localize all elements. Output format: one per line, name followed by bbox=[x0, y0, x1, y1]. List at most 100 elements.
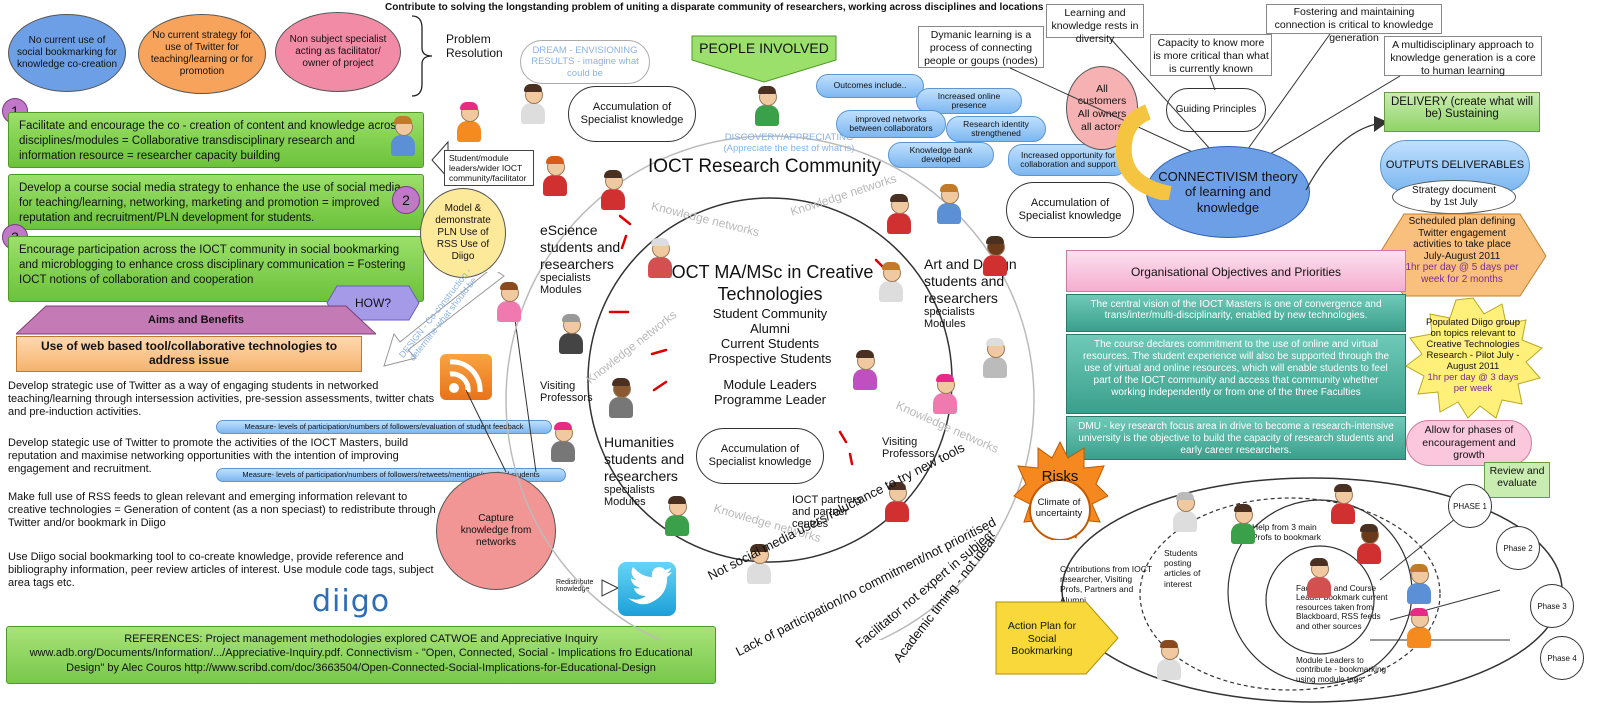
problem-resolution-label: Problem Resolution bbox=[446, 32, 503, 61]
rss-icon[interactable] bbox=[440, 354, 492, 400]
risks-title: Risks bbox=[1041, 468, 1079, 485]
connectivism-box-2: Learning and knowledge rests in diversit… bbox=[1046, 4, 1144, 45]
people-involved-arrow bbox=[691, 35, 837, 83]
aim-number-2: 2 bbox=[392, 186, 420, 214]
org-item-3: DMU - key research focus area in drive t… bbox=[1066, 416, 1406, 460]
member-item: Alumni bbox=[750, 320, 790, 336]
phase-2: Phase 2 bbox=[1496, 526, 1540, 570]
accumulation-cloud-3: Accumulation of Specialist knowledge bbox=[696, 428, 824, 484]
aim-text-3: Encourage participation across the IOCT … bbox=[19, 244, 406, 286]
delivery-box: DELIVERY (create what will be) Sustainin… bbox=[1384, 92, 1540, 132]
org-item-2-text: The course declares commitment to the us… bbox=[1082, 339, 1390, 398]
person-icon bbox=[744, 544, 774, 584]
person-icon bbox=[518, 84, 548, 124]
person-icon bbox=[540, 156, 570, 196]
person-icon bbox=[876, 262, 906, 302]
problem-ellipse-bookmarking: No current use of social bookmarking for… bbox=[8, 14, 126, 92]
phase-3: Phase 3 bbox=[1530, 584, 1574, 628]
use-of-web-text: Use of web based tool/collaborative tech… bbox=[40, 339, 338, 367]
discovery-label: DISCOVERY/APPRECIATING (Appreciate the b… bbox=[723, 132, 855, 154]
redistribute-label: Redistribute knowledge bbox=[556, 579, 594, 593]
connectivism-box-5: A multidisciplinary approach to knowledg… bbox=[1384, 36, 1542, 77]
person-icon bbox=[980, 236, 1010, 276]
group-escience-sub: specialists Modules bbox=[540, 272, 591, 297]
aim-text-2: Develop a course social media strategy t… bbox=[19, 182, 401, 224]
person-icon bbox=[1304, 558, 1334, 598]
accumulation-cloud-2: Accumulation of Specialist knowledge bbox=[1006, 182, 1134, 238]
populated-diigo: Populated Diigo group on topics relevant… bbox=[1420, 317, 1526, 394]
twitter-icon[interactable] bbox=[618, 562, 676, 616]
scheduled-red-text: 1hr per day @ 5 days per week for 2 mont… bbox=[1405, 262, 1519, 285]
accumulation-text-3: Accumulation of Specialist knowledge bbox=[708, 442, 812, 468]
aim-box-1: Facilitate and encourage the co - creati… bbox=[8, 112, 424, 168]
allow-phases-text: Allow for phases of encouragement and gr… bbox=[1422, 424, 1516, 462]
measure-pill-1: Measure- levels of participation/numbers… bbox=[216, 420, 552, 434]
org-item-1: The central vision of the IOCT Masters i… bbox=[1066, 294, 1406, 332]
person-icon bbox=[850, 350, 880, 390]
person-icon bbox=[934, 184, 964, 224]
use-of-web-box: Use of web based tool/collaborative tech… bbox=[16, 336, 362, 372]
inner-title: IOCT MA/MSc in Creative Technologies bbox=[666, 262, 874, 304]
outputs-text: OUTPUTS DELIVERABLES bbox=[1385, 159, 1525, 172]
strategy-text-4: Use Diigo social bookmarking tool to co-… bbox=[8, 551, 434, 590]
scheduled-plan: Scheduled plan defining Twitter engageme… bbox=[1404, 216, 1520, 285]
community-title: IOCT Research Community bbox=[648, 156, 881, 177]
org-item-1-text: The central vision of the IOCT Masters i… bbox=[1090, 299, 1382, 321]
problem-ellipse-twitter: No current strategy for use of Twitter f… bbox=[138, 14, 266, 94]
dream-cloud: DREAM - ENVISIONING RESULTS - imagine wh… bbox=[520, 40, 650, 84]
aim-text-1: Facilitate and encourage the co - creati… bbox=[19, 120, 402, 162]
person-icon bbox=[1354, 524, 1384, 564]
diigo-logo: diigo bbox=[312, 584, 391, 619]
person-icon bbox=[752, 86, 782, 126]
accumulation-text-2: Accumulation of Specialist knowledge bbox=[1018, 196, 1122, 222]
org-item-3-text: DMU - key research focus area in drive t… bbox=[1078, 421, 1394, 456]
design-arrow bbox=[383, 272, 505, 367]
outcome-pill-1: Outcomes include.. bbox=[816, 74, 924, 98]
person-icon bbox=[556, 314, 586, 354]
group-humanities-title: Humanities students and researchers bbox=[604, 434, 685, 484]
page-title: Contribute to solving the longstanding p… bbox=[385, 2, 1044, 13]
guiding-principles-cloud: Guiding Principles bbox=[1166, 88, 1266, 132]
outcome-pill-3: improved networks between collaborators bbox=[836, 110, 946, 138]
org-title: Organisational Objectives and Priorities bbox=[1130, 265, 1342, 279]
accumulation-text-1: Accumulation of Specialist knowledge bbox=[580, 100, 684, 126]
person-icon bbox=[645, 238, 675, 278]
strategy-text-3: Make full use of RSS feeds to glean rele… bbox=[8, 491, 436, 530]
person-icon bbox=[548, 422, 578, 462]
member-item: Prospective Students bbox=[708, 350, 832, 366]
allow-phases-cloud: Allow for phases of encouragement and gr… bbox=[1406, 420, 1532, 466]
action-plan-text: Action Plan for Social Bookmarking bbox=[1007, 620, 1077, 658]
group-escience-title: eScience students and researchers bbox=[540, 222, 621, 272]
starburst-shape bbox=[1405, 297, 1543, 419]
outcome-pill-6: Increased opportunity for collaboration … bbox=[1008, 144, 1128, 176]
outcome-pill-2: Increased online presence bbox=[916, 88, 1022, 114]
capture-knowledge-circle: Capture knowledge from networks bbox=[436, 472, 556, 590]
person-icon bbox=[930, 374, 960, 414]
review-text: Review and evaluate bbox=[1489, 465, 1545, 489]
phase-1: PHASE 1 bbox=[1448, 484, 1492, 528]
connectivism-lines bbox=[1009, 33, 1401, 161]
help-text: Help from 3 main Profs to bookmark bbox=[1252, 522, 1321, 543]
member-item: Student Community bbox=[712, 306, 828, 321]
problem-ellipse-facilitator: Non subject specialist acting as facilit… bbox=[275, 12, 401, 92]
references-text: REFERENCES: Project management methodolo… bbox=[29, 633, 693, 674]
strategy-doc-ellipse: Strategy document by 1st July bbox=[1392, 180, 1516, 214]
group-humanities-sub: specialists Modules bbox=[604, 484, 655, 509]
person-icon bbox=[662, 496, 692, 536]
strategy-text-2: Develop stategic use of Twitter to promo… bbox=[8, 437, 409, 476]
arrow-right-icon bbox=[601, 579, 620, 597]
review-box: Review and evaluate bbox=[1484, 462, 1550, 498]
aim-box-2: Develop a course social media strategy t… bbox=[8, 174, 424, 230]
person-icon bbox=[1404, 608, 1434, 648]
populated-text: Populated Diigo group on topics relevant… bbox=[1425, 317, 1520, 372]
delivery-title: DELIVERY (create what will be) Sustainin… bbox=[1390, 96, 1534, 120]
aims-benefits-label: Aims and Benefits bbox=[148, 314, 244, 326]
person-icon bbox=[606, 378, 636, 418]
outcome-pill-5: Knowledge bank developed bbox=[888, 142, 994, 168]
guiding-principles-text: Guiding Principles bbox=[1175, 104, 1257, 115]
module-leaders-text: Module Leaders to contribute - bookmarki… bbox=[1296, 656, 1387, 684]
person-icon bbox=[1170, 492, 1200, 532]
person-icon bbox=[598, 170, 628, 210]
leader-item: Programme Leader bbox=[714, 391, 826, 407]
connector-lines bbox=[465, 311, 537, 473]
